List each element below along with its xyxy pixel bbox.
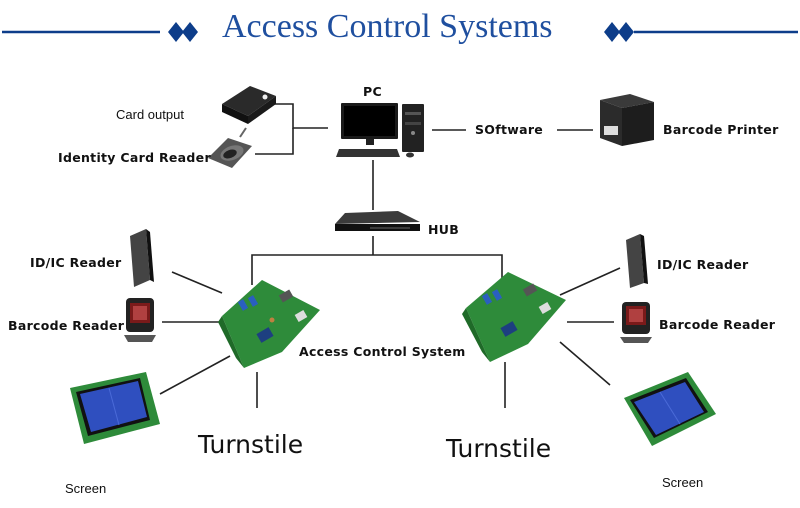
page-title: Access Control Systems [222, 8, 553, 45]
right-turnstile-label: Turnstile [446, 434, 552, 463]
barcode-scanner-icon [620, 302, 652, 343]
edge-id-card-reader-pc [255, 128, 294, 155]
edge-hub-right-controller [373, 254, 503, 278]
right-id-ic-reader-label: ID/IC Reader [657, 257, 749, 272]
software-label: SOftware [475, 122, 544, 137]
barcode-printer-label: Barcode Printer [663, 122, 779, 137]
rfid-reader-icon [626, 234, 648, 288]
diamond-icon [168, 22, 184, 42]
card-output-label: Card output [116, 107, 184, 122]
card-reader-icon [208, 127, 252, 168]
diamond-icon [618, 22, 634, 42]
left-barcode-reader-label: Barcode Reader [8, 318, 125, 333]
barcode-scanner-icon [124, 298, 156, 342]
rfid-reader-icon [130, 229, 154, 287]
diamond-icon [604, 22, 620, 42]
circuit-board-icon [462, 272, 566, 362]
pc-label: PC [363, 84, 382, 99]
desktop-computer-icon [336, 103, 424, 158]
edge-right-idic [559, 267, 621, 296]
edge-left-idic [171, 271, 223, 294]
hub-label: HUB [428, 222, 460, 237]
edge-hub-left-controller [251, 254, 373, 285]
circuit-board-icon [218, 280, 320, 368]
lcd-screen-icon [624, 372, 716, 446]
connectors [159, 103, 621, 408]
edge-left-screen [159, 355, 231, 395]
header-decoration [2, 22, 798, 42]
identity-card-reader-label: Identity Card Reader [58, 150, 211, 165]
left-screen-label: Screen [65, 481, 107, 496]
left-turnstile-label: Turnstile [198, 430, 304, 459]
network-switch-icon [335, 211, 420, 231]
access-control-system-label: Access Control System [299, 344, 466, 359]
left-id-ic-reader-label: ID/IC Reader [30, 255, 122, 270]
lcd-screen-icon [70, 372, 160, 444]
edge-right-screen [559, 341, 611, 386]
card-dispenser-icon [222, 86, 276, 124]
edge-card-output-pc [274, 103, 328, 129]
right-barcode-reader-label: Barcode Reader [659, 317, 776, 332]
right-screen-label: Screen [662, 475, 704, 490]
diamond-icon [182, 22, 198, 42]
printer-icon [600, 94, 654, 146]
